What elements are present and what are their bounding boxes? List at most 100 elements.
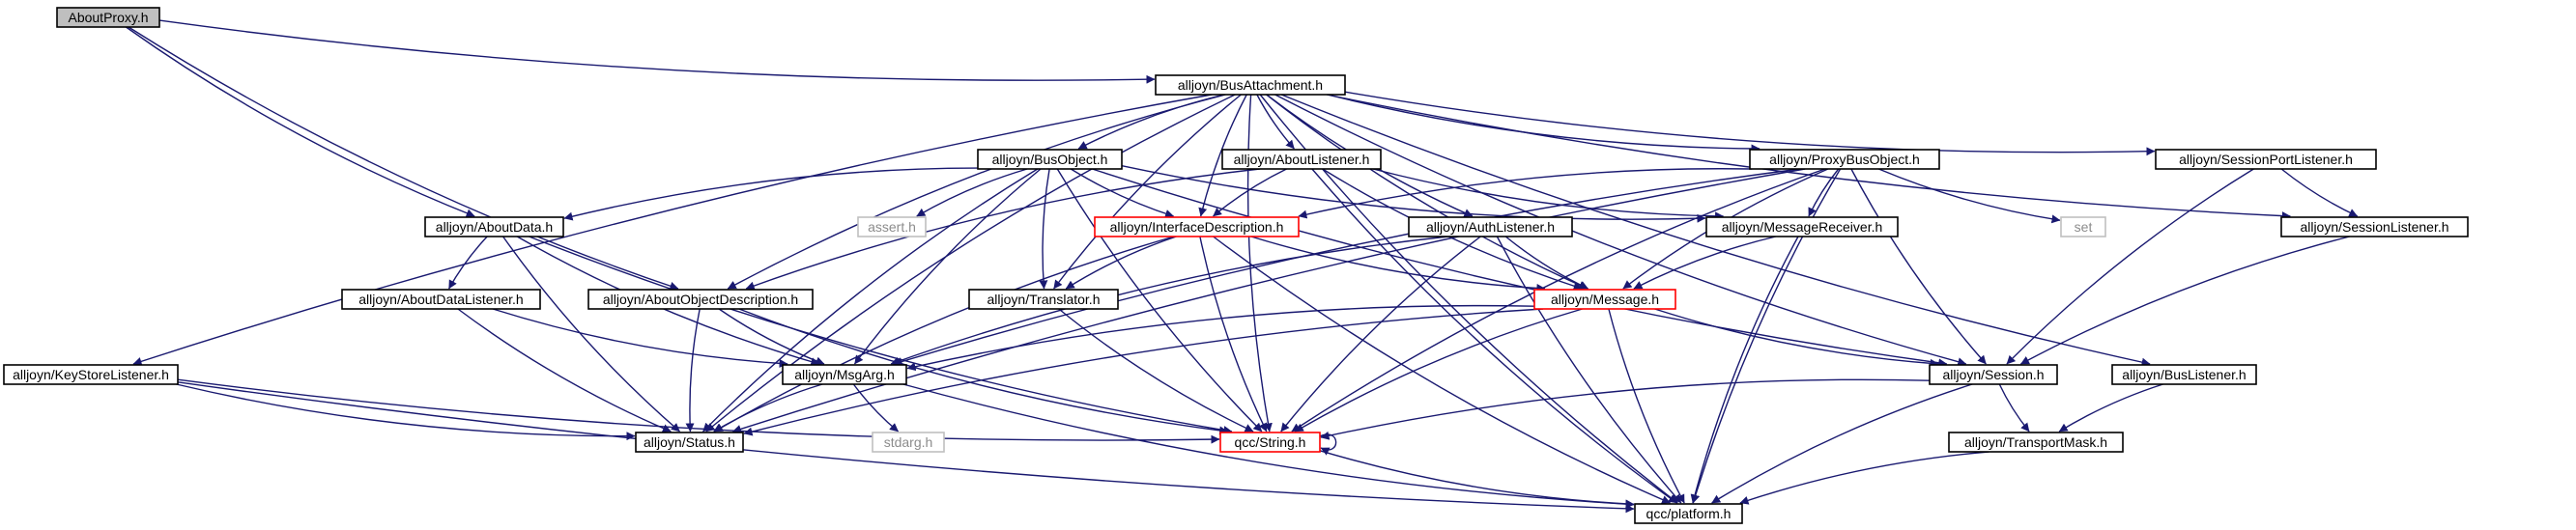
edge-busattachment-to-proxybusobject [1327, 94, 1760, 153]
edge-authlistener-to-platform [1496, 236, 1682, 504]
edge-proxybusobject-to-set [1878, 168, 2061, 224]
node-transportmask[interactable]: alljoyn/TransportMask.h [1948, 432, 2124, 453]
edge-busobject-to-qccstring [1056, 168, 1263, 432]
edge-proxybusobject-to-interfacedescription [1298, 168, 1753, 219]
node-aboutobjectdescription[interactable]: alljoyn/AboutObjectDescription.h [587, 289, 814, 310]
edge-session-to-platform [1711, 383, 1973, 504]
edge-proxybusobject-to-messagereceiver [1808, 168, 1840, 217]
edge-busobject-to-aboutdata [563, 167, 979, 221]
node-label-aboutlistener: alljoyn/AboutListener.h [1234, 152, 1370, 167]
node-aboutproxy[interactable]: AboutProxy.h [56, 7, 160, 28]
node-label-aboutdata: alljoyn/AboutData.h [436, 219, 553, 235]
edge-aboutdatalistener-to-status [457, 308, 672, 432]
node-label-message: alljoyn/Message.h [1551, 292, 1659, 307]
node-sessionlistener[interactable]: alljoyn/SessionListener.h [2280, 216, 2469, 237]
edge-busobject-to-interfacedescription [1070, 168, 1175, 218]
edge-proxybusobject-to-platform [1691, 168, 1842, 504]
node-box-message [1533, 289, 1676, 310]
edge-aboutlistener-to-aboutobjectdescription [745, 168, 1261, 291]
edge-aboutobjectdescription-to-qccstring [738, 308, 1229, 435]
edge-interfacedescription-to-platform [1213, 236, 1672, 504]
node-label-set: set [2075, 219, 2093, 235]
node-status[interactable]: alljoyn/Status.h [635, 432, 744, 453]
node-box-aboutlistener [1221, 149, 1382, 170]
node-box-aboutobjectdescription [587, 289, 814, 310]
edge-busattachment-to-aboutobjectdescription [727, 94, 1226, 290]
node-keystorelistener[interactable]: alljoyn/KeyStoreListener.h [3, 364, 179, 385]
node-label-aboutproxy: AboutProxy.h [68, 10, 148, 25]
edge-interfacedescription-to-qccstring [1199, 236, 1268, 432]
node-qccstring[interactable]: qcc/String.h [1219, 432, 1321, 453]
edge-aboutproxy-to-aboutdata [125, 26, 475, 218]
node-interfacedescription[interactable]: alljoyn/InterfaceDescription.h [1094, 216, 1300, 237]
node-aboutdatalistener[interactable]: alljoyn/AboutDataListener.h [341, 289, 541, 310]
node-box-session [1929, 364, 2058, 385]
node-message[interactable]: alljoyn/Message.h [1533, 289, 1676, 310]
node-box-aboutproxy [56, 7, 160, 28]
edge-session-to-qccstring [1320, 378, 1931, 440]
node-label-assert: assert.h [868, 219, 916, 235]
node-busobject[interactable]: alljoyn/BusObject.h [977, 149, 1123, 170]
node-translator[interactable]: alljoyn/Translator.h [968, 289, 1119, 310]
edge-busobject-to-translator [1039, 168, 1050, 290]
edge-authlistener-to-message [1504, 236, 1589, 290]
node-label-sessionlistener: alljoyn/SessionListener.h [2300, 219, 2448, 235]
node-label-status: alljoyn/Status.h [644, 434, 735, 450]
node-label-buslistener: alljoyn/BusListener.h [2122, 367, 2246, 382]
node-buslistener[interactable]: alljoyn/BusListener.h [2111, 364, 2257, 385]
edge-aboutobjectdescription-to-status [685, 308, 701, 432]
node-msgarg[interactable]: alljoyn/MsgArg.h [782, 364, 907, 385]
node-box-proxybusobject [1749, 149, 1940, 170]
edge-busattachment-to-translator [1053, 94, 1242, 290]
edge-aboutlistener-to-interfacedescription [1213, 168, 1287, 217]
edge-messagereceiver-to-message [1633, 236, 1776, 290]
edge-aboutdatalistener-to-msgarg [492, 308, 788, 368]
node-box-aboutdata [424, 216, 564, 237]
node-label-keystorelistener: alljoyn/KeyStoreListener.h [13, 367, 169, 382]
edge-keystorelistener-to-status [176, 383, 636, 441]
edge-busobject-to-msgarg [853, 168, 1042, 365]
node-box-set [2060, 216, 2106, 237]
node-label-aboutdatalistener: alljoyn/AboutDataListener.h [358, 292, 523, 307]
edge-messagereceiver-to-platform [1690, 236, 1799, 504]
node-label-proxybusobject: alljoyn/ProxyBusObject.h [1769, 152, 1920, 167]
edge-authlistener-to-msgarg [890, 236, 1448, 366]
node-label-aboutobjectdescription: alljoyn/AboutObjectDescription.h [603, 292, 798, 307]
node-session[interactable]: alljoyn/Session.h [1929, 364, 2058, 385]
node-busattachment[interactable]: alljoyn/BusAttachment.h [1155, 74, 1346, 96]
node-box-keystorelistener [3, 364, 179, 385]
edge-busobject-to-assert [916, 168, 1028, 217]
node-box-sessionportlistener [2155, 149, 2377, 170]
node-label-messagereceiver: alljoyn/MessageReceiver.h [1722, 219, 1883, 235]
edge-message-to-session [1654, 308, 1939, 368]
node-box-transportmask [1948, 432, 2124, 453]
edge-busobject-to-session [1092, 168, 1948, 368]
edge-translator-to-qccstring [1058, 308, 1254, 432]
node-assert: assert.h [857, 216, 927, 237]
node-label-session: alljoyn/Session.h [1942, 367, 2044, 382]
node-aboutdata[interactable]: alljoyn/AboutData.h [424, 216, 564, 237]
edge-aboutdata-to-aboutdatalistener [447, 236, 488, 290]
edge-msgarg-to-stdarg [852, 383, 900, 432]
edge-message-to-platform [1608, 308, 1685, 504]
node-messagereceiver[interactable]: alljoyn/MessageReceiver.h [1705, 216, 1899, 237]
edge-message-to-msgarg [906, 304, 1535, 372]
edge-proxybusobject-to-qccstring [1291, 168, 1825, 432]
node-aboutlistener[interactable]: alljoyn/AboutListener.h [1221, 149, 1382, 170]
node-box-authlistener [1408, 216, 1573, 237]
node-label-sessionportlistener: alljoyn/SessionPortListener.h [2179, 152, 2353, 167]
node-authlistener[interactable]: alljoyn/AuthListener.h [1408, 216, 1573, 237]
edge-interfacedescription-to-status [714, 236, 1175, 432]
edge-busattachment-to-status [705, 94, 1236, 432]
node-platform[interactable]: qcc/platform.h [1634, 503, 1743, 524]
dependency-nodes: AboutProxy.h alljoyn/BusAttachment.h alljo… [3, 7, 2469, 524]
node-label-qccstring: qcc/String.h [1235, 434, 1306, 450]
edge-aboutproxy-to-busattachment [158, 19, 1156, 84]
node-proxybusobject[interactable]: alljoyn/ProxyBusObject.h [1749, 149, 1940, 170]
node-sessionportlistener[interactable]: alljoyn/SessionPortListener.h [2155, 149, 2377, 170]
node-box-busattachment [1155, 74, 1346, 96]
edge-keystorelistener-to-qccstring [177, 378, 1220, 444]
edge-session-to-transportmask [1998, 383, 2030, 432]
edge-qccstring-to-platform [1319, 450, 1635, 509]
edge-busattachment-to-sessionlistener [1326, 94, 2291, 221]
